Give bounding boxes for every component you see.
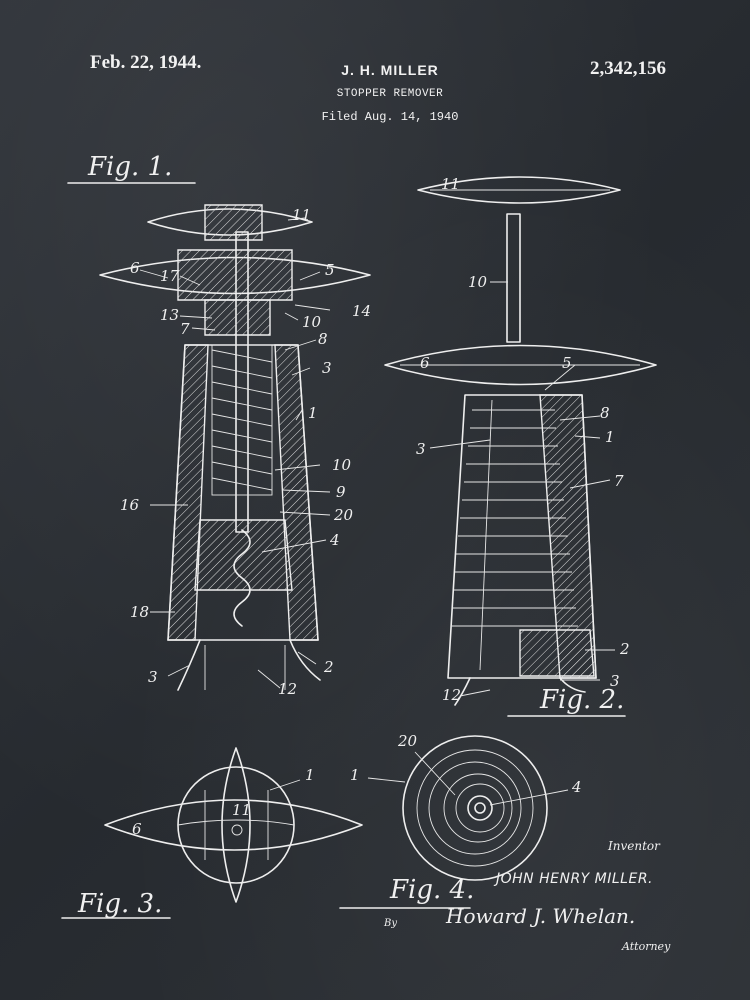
fig1-label-10: 10: [332, 456, 352, 474]
fig2-label-3-bottom: 3: [610, 672, 620, 690]
attorney-caption: Attorney: [621, 940, 671, 953]
inventor-caption: Inventor: [607, 839, 661, 853]
figure-3-drawing: 1 6 11 Fig. 3.: [61, 747, 363, 919]
figure-1-label: Fig. 1.: [87, 152, 172, 182]
patent-date: Feb. 22, 1944.: [90, 52, 202, 73]
figure-1-drawing: Fig. 1.: [67, 152, 371, 698]
fig1-label-18: 18: [130, 603, 149, 621]
fig1-label-6: 6: [130, 259, 140, 277]
fig1-label-10-top: 10: [302, 313, 322, 331]
fig2-label-10: 10: [468, 273, 488, 291]
attorney-signature: Howard J. Whelan.: [445, 904, 635, 928]
figure-2-drawing: 11 10 6 5 8 1 3 7 2 3 12 Fig. 2.: [384, 175, 657, 717]
fig2-label-8: 8: [600, 404, 610, 422]
fig4-label-1: 1: [350, 766, 360, 784]
fig1-label-11: 11: [292, 206, 311, 224]
signature-block: Inventor JOHN HENRY MILLER. By Howard J.…: [383, 839, 671, 953]
patent-number: 2,342,156: [590, 58, 666, 79]
by-label: By: [383, 918, 397, 929]
fig1-label-12: 12: [278, 680, 297, 698]
fig1-label-2: 2: [323, 658, 334, 676]
fig1-label-20: 20: [333, 506, 354, 524]
fig2-label-6: 6: [420, 354, 430, 372]
fig2-label-12: 12: [442, 686, 461, 704]
fig1-label-8: 8: [318, 330, 328, 348]
fig1-label-16: 16: [120, 496, 140, 514]
fig4-label-4: 4: [571, 778, 582, 796]
figure-4-label: Fig. 4.: [389, 875, 474, 905]
fig2-label-11: 11: [441, 175, 460, 193]
filed-date: Filed Aug. 14, 1940: [321, 110, 459, 124]
patent-title: STOPPER REMOVER: [336, 88, 444, 100]
figure-2-label: Fig. 2.: [539, 685, 624, 715]
fig3-label-11: 11: [232, 801, 251, 819]
fig3-label-1: 1: [305, 766, 315, 784]
figure-4-drawing: 1 20 4 Fig. 4.: [339, 732, 582, 909]
fig2-label-3: 3: [416, 440, 426, 458]
fig1-label-3-bottom: 3: [148, 668, 158, 686]
figure-3-label: Fig. 3.: [77, 889, 162, 919]
fig2-label-2: 2: [619, 640, 630, 658]
inventor-name-header: J. H. MILLER: [341, 62, 439, 78]
fig3-label-6: 6: [132, 820, 142, 838]
fig1-label-14: 14: [352, 302, 371, 320]
fig2-label-1: 1: [605, 428, 615, 446]
fig1-label-3: 3: [322, 359, 332, 377]
fig1-label-1: 1: [308, 404, 318, 422]
fig1-label-4: 4: [329, 531, 340, 549]
fig1-label-17: 17: [160, 267, 180, 285]
fig1-label-13: 13: [160, 306, 179, 324]
fig1-label-7: 7: [180, 320, 190, 338]
fig2-label-7: 7: [614, 472, 624, 490]
fig1-label-9: 9: [336, 483, 346, 501]
fig1-label-5: 5: [325, 261, 335, 279]
inventor-signature-name: JOHN HENRY MILLER.: [493, 871, 653, 887]
fig4-label-20: 20: [397, 732, 418, 750]
fig2-label-5: 5: [562, 354, 572, 372]
